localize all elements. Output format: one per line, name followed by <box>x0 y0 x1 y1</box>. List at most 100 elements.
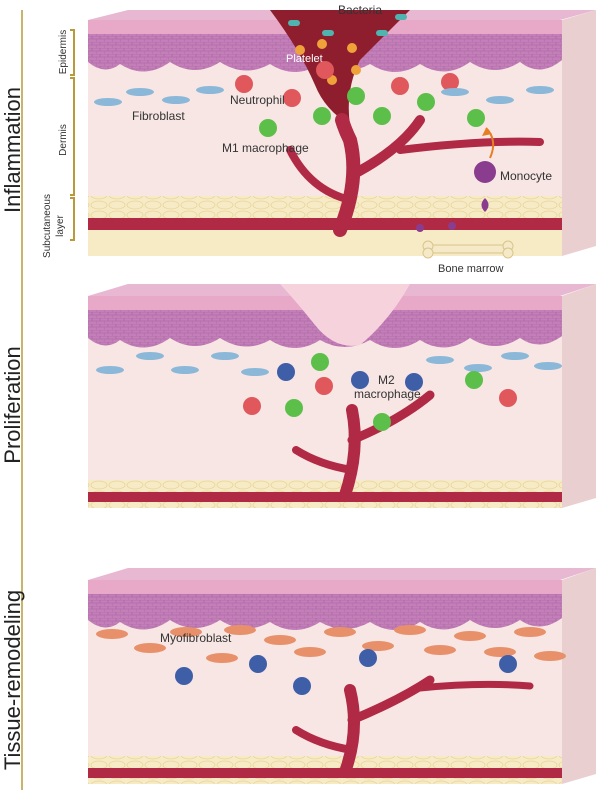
platelet <box>295 45 305 55</box>
m2-macrophage <box>351 371 369 389</box>
stage-title-remodeling: Tissue-remodeling <box>0 590 25 770</box>
vessel-branch-far <box>416 680 534 692</box>
myofibroblast <box>206 653 238 663</box>
blood-vessel-horizontal <box>88 218 562 230</box>
blood-vessel-horizontal <box>88 492 562 502</box>
m2-macrophage <box>405 373 423 391</box>
m1-macrophage <box>285 399 303 417</box>
neutrophil <box>235 75 253 93</box>
dermis-label: Dermis <box>58 124 69 156</box>
fibroblast <box>441 88 469 96</box>
m2-macrophage <box>277 363 295 381</box>
fibroblast <box>486 96 514 104</box>
platelet-label: Platelet <box>286 53 323 65</box>
neutrophil <box>316 61 334 79</box>
platelets-group <box>295 39 361 85</box>
myofibroblast-label: Myofibroblast <box>160 631 232 645</box>
fibroblast <box>162 96 190 104</box>
arrow-head <box>482 128 492 136</box>
fibroblast <box>94 98 122 106</box>
myofibroblast <box>294 647 326 657</box>
m1-macrophage <box>465 371 483 389</box>
vessel-branch-main <box>339 404 361 501</box>
monocyte-group <box>416 161 496 232</box>
m2-macrophages-group <box>175 649 517 695</box>
myofibroblast <box>424 645 456 655</box>
myofibroblast <box>324 627 356 637</box>
fibroblast <box>211 352 239 360</box>
stage-title-proliferation: Proliferation <box>0 346 25 463</box>
m1-macrophage <box>373 413 391 431</box>
vessel-branch-main <box>333 113 361 237</box>
fibroblast <box>526 86 554 94</box>
bone-marrow-icon <box>422 240 514 259</box>
myofibroblast <box>170 627 202 637</box>
m2-macrophage <box>499 655 517 673</box>
monocyte-extravasating <box>481 198 489 212</box>
skin-top-surface <box>88 568 596 580</box>
neutrophil <box>283 89 301 107</box>
neutrophil <box>243 397 261 415</box>
monocyte-in-vessel <box>416 224 424 232</box>
m1-macrophage <box>259 119 277 137</box>
blood-vessel-horizontal <box>88 768 562 778</box>
neutrophil <box>315 377 333 395</box>
neutrophils-group <box>235 61 459 107</box>
neutrophils-group <box>243 377 517 415</box>
fibroblast-label: Fibroblast <box>132 109 185 123</box>
fibroblast <box>426 356 454 364</box>
vessel-branch-left <box>292 446 356 474</box>
vessel-branch-left <box>292 726 356 754</box>
panel-remodeling: Myofibroblast <box>88 568 596 784</box>
myofibroblast <box>514 627 546 637</box>
subcutaneous-bracket <box>70 197 75 241</box>
m1-macrophage <box>347 87 365 105</box>
bacterium-4 <box>395 14 407 20</box>
m2-macrophage <box>249 655 267 673</box>
vessel-branch-main <box>339 684 360 778</box>
m1-macrophage-label: M1 macrophage <box>222 141 309 155</box>
fat-layer <box>88 196 562 218</box>
monocyte-label: Monocyte <box>500 169 552 183</box>
bone-marrow-label: Bone marrow <box>438 263 503 275</box>
platelet <box>347 43 357 53</box>
dermis-bracket <box>70 77 75 196</box>
fibroblast <box>96 366 124 374</box>
m1-macrophage <box>313 107 331 125</box>
myofibroblast <box>454 631 486 641</box>
bacteria-group <box>288 14 407 36</box>
skin-side <box>562 568 596 784</box>
fibroblast <box>464 364 492 372</box>
neutrophil-label: Neutrophil <box>230 93 285 107</box>
fibroblasts-group <box>96 352 562 376</box>
m2-macrophage <box>359 649 377 667</box>
bacterium-3 <box>376 30 388 36</box>
epidermis-top-layer <box>88 580 562 594</box>
m2-macrophage <box>293 677 311 695</box>
panel-inflammation: Bacteria Platelet Neutrophil <box>88 3 596 275</box>
myofibroblast <box>484 647 516 657</box>
m1-macrophage <box>311 353 329 371</box>
m1-macrophage <box>373 107 391 125</box>
m2-macrophage <box>175 667 193 685</box>
myofibroblast <box>362 641 394 651</box>
vessel-branch-right <box>347 115 425 180</box>
skin-side <box>562 284 596 508</box>
myofibroblast <box>96 629 128 639</box>
neutrophil <box>441 73 459 91</box>
epidermis-label: Epidermis <box>58 30 69 74</box>
m2-macrophages-group <box>277 363 423 391</box>
vessel-branch-right <box>347 675 435 725</box>
monocyte <box>474 161 496 183</box>
m1-macrophage <box>467 109 485 127</box>
neutrophil <box>391 77 409 95</box>
myofibroblast <box>134 643 166 653</box>
fibroblast <box>171 366 199 374</box>
platelet <box>351 65 361 75</box>
myofibroblast <box>264 635 296 645</box>
vessel-branch-left <box>286 146 354 204</box>
myofibroblast <box>394 625 426 635</box>
